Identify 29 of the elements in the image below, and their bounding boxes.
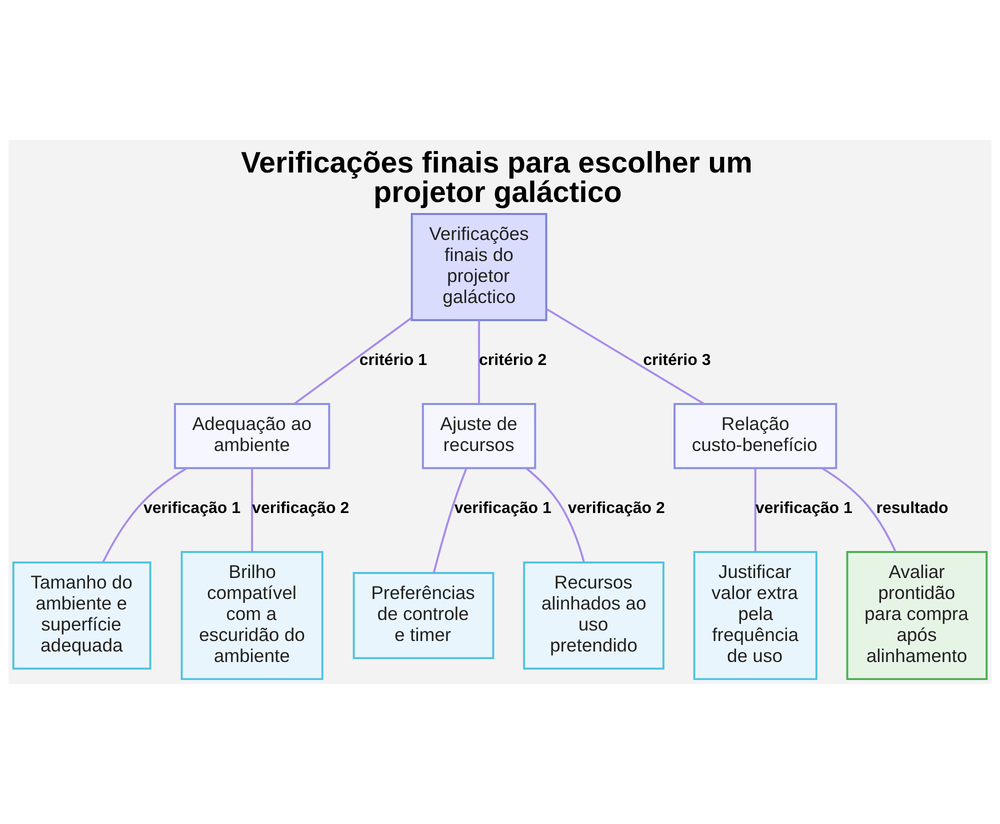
edge-label: verificação 1	[144, 499, 241, 518]
edge-label: critério 3	[643, 351, 711, 369]
node-box: Justificar valor extra pela frequência de uso	[693, 551, 818, 680]
connector	[821, 467, 896, 552]
edge-label: critério 2	[479, 351, 547, 369]
node-box: Brilho compatível com a escuridão do ambiente	[180, 551, 324, 680]
connector	[546, 308, 704, 405]
connector	[294, 317, 412, 405]
node-box: Relação custo-benefício	[674, 403, 838, 470]
node-box: Verificações finais do projetor galáctico	[410, 213, 548, 322]
edge-label: verificação 1	[454, 499, 552, 518]
node-box: Recursos alinhados ao uso pretendido	[523, 562, 664, 670]
diagram-title: Verificações finais para escolher um projetor galáctico	[240, 146, 753, 209]
node-box: Preferências de controle e timer	[352, 572, 494, 660]
node-box: Ajuste de recursos	[422, 403, 536, 470]
edge-label: resultado	[876, 499, 948, 518]
connector	[478, 320, 480, 404]
edge-label: verificação 1	[755, 499, 852, 518]
connector	[251, 468, 254, 552]
connector	[754, 468, 756, 552]
edge-label: verificação 2	[252, 499, 350, 518]
edge-label: verificação 2	[568, 499, 665, 518]
node-box: Avaliar prontidão para compra após alinhamento	[846, 551, 988, 680]
connector	[526, 468, 585, 562]
node-box: Adequação ao ambiente	[174, 403, 330, 470]
node-box: Tamanho do ambiente e superfície adequada	[12, 562, 152, 670]
connector	[432, 468, 468, 573]
edge-label: critério 1	[359, 351, 428, 369]
connector	[102, 468, 188, 563]
